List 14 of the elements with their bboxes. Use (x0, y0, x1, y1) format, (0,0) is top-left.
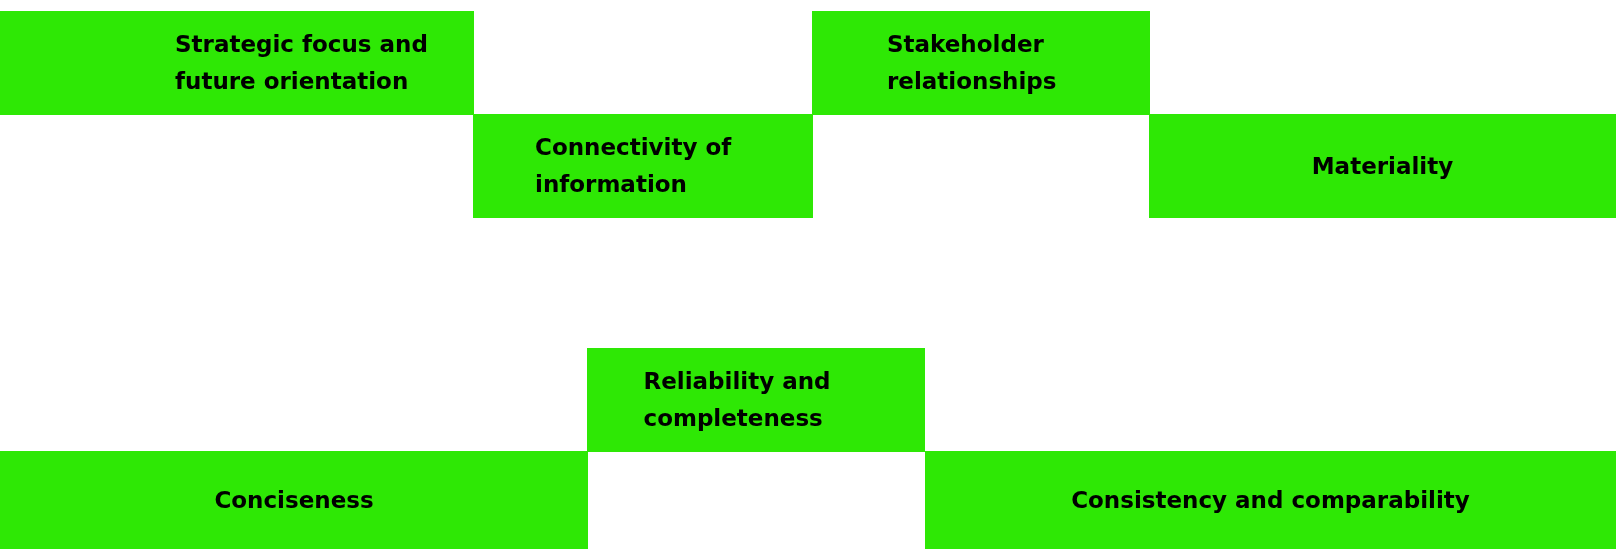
principle-label: Connectivity of information (535, 133, 733, 199)
principle-label: Consistency and comparability (1071, 485, 1470, 515)
principle-box (925, 451, 1616, 549)
principle-label: Conciseness (214, 485, 374, 515)
principle-label: Reliability and completeness (643, 367, 832, 433)
principle-box (587, 348, 925, 452)
principle-label: Stakeholder relationships (887, 30, 1058, 96)
principle-box (1149, 114, 1616, 218)
principle-box (0, 11, 474, 115)
principle-box (0, 451, 588, 549)
principle-box (473, 114, 813, 218)
principle-label: Strategic focus and future orientation (175, 30, 429, 96)
principle-box (812, 11, 1150, 115)
principle-label: Materiality (1311, 151, 1454, 181)
